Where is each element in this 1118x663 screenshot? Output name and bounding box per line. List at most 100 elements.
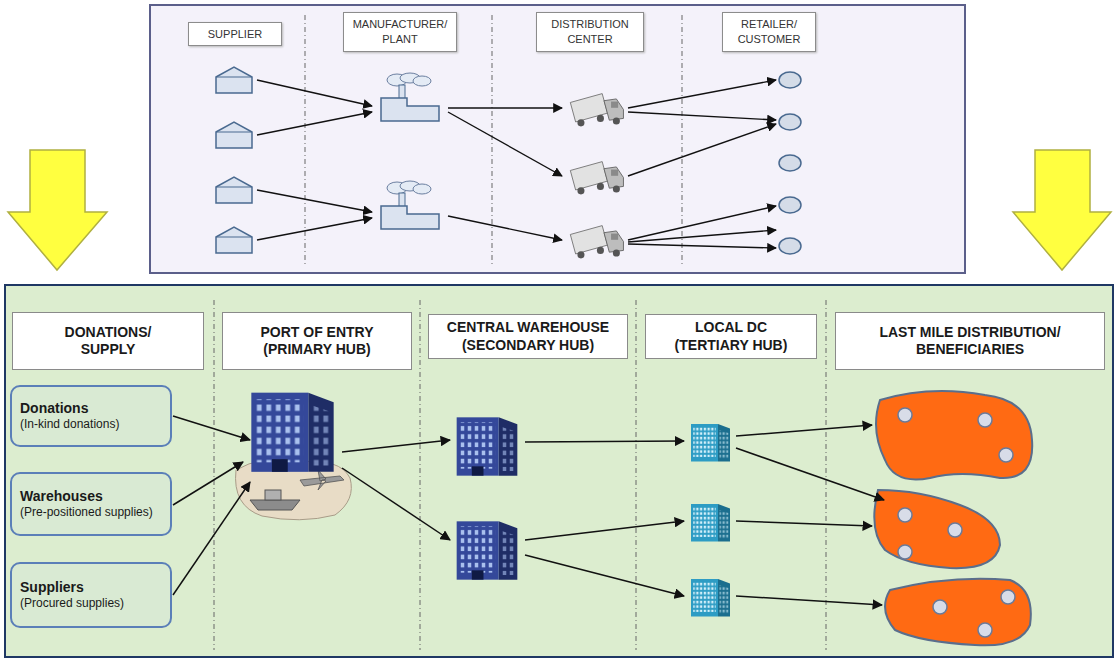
flow-arrow: [628, 244, 776, 248]
flow-arrow: [173, 482, 250, 595]
flow-arrow: [257, 190, 372, 212]
supplier-icon: [216, 177, 252, 203]
column-header: RETAILER/ CUSTOMER: [722, 12, 816, 52]
customer-circle: [779, 72, 801, 88]
transition-arrow: [8, 150, 107, 270]
supplier-icon: [216, 67, 252, 253]
flow-arrow: [628, 206, 776, 240]
truck-icon: [570, 226, 623, 259]
flow-arrow: [525, 555, 684, 596]
beneficiary-point: [898, 408, 1015, 637]
column-divider: [214, 300, 215, 650]
customer-circle: [779, 72, 801, 254]
local-dc-building: [691, 579, 730, 617]
node-label: CENTRAL WAREHOUSE (SECONDARY HUB): [439, 319, 617, 354]
warehouse-building: [457, 417, 518, 475]
factory-icon: [381, 181, 439, 229]
top-panel: [150, 5, 965, 273]
beneficiary-point: [948, 523, 962, 537]
node-subtext: (Procured supplies): [20, 596, 162, 612]
column-header: SUPPLIER: [188, 22, 282, 46]
truck-icon: [570, 162, 623, 195]
flow-arrow: [342, 440, 450, 452]
factory-icon: [381, 73, 439, 229]
beneficiary-point: [978, 623, 992, 637]
customer-circle: [779, 197, 801, 213]
port-illustration: [265, 490, 281, 500]
flow-arrow: [736, 521, 872, 526]
node-label: Warehouses: [20, 487, 162, 505]
supplier-icon: [216, 122, 252, 148]
node-label: DONATIONS/ SUPPLY: [45, 324, 171, 359]
column-divider: [826, 300, 827, 650]
truck-icon: [570, 94, 623, 127]
beneficiary-point: [999, 448, 1013, 462]
flow-arrow: [257, 80, 372, 106]
beneficiary-area: [874, 391, 1032, 645]
stage-header: PORT OF ENTRY (PRIMARY HUB): [222, 312, 412, 370]
stage-header: LOCAL DC (TERTIARY HUB): [645, 314, 817, 359]
column-divider: [492, 15, 493, 265]
local-dc-building: [691, 504, 730, 542]
port-illustration: [300, 470, 344, 490]
flow-arrow: [173, 462, 243, 505]
stage-header: LAST MILE DISTRIBUTION/ BENEFICIARIES: [835, 312, 1105, 370]
node-subtext: (Pre-positioned supplies): [20, 505, 162, 521]
top-panel: [150, 5, 965, 273]
port-building: [251, 393, 333, 472]
flow-arrow: [173, 416, 884, 605]
beneficiary-area: [885, 579, 1031, 646]
flow-arrow: [628, 80, 776, 108]
flow-arrow: [448, 216, 562, 240]
beneficiary-point: [1001, 590, 1015, 604]
transition-arrow: [8, 150, 1111, 270]
node-label: LAST MILE DISTRIBUTION/ BENEFICIARIES: [866, 324, 1074, 359]
bottom-panel: [5, 285, 1113, 657]
flow-arrow: [736, 596, 882, 605]
stage-header: CENTRAL WAREHOUSE (SECONDARY HUB): [428, 314, 628, 359]
warehouse-building: [457, 521, 518, 579]
column-divider: [305, 15, 682, 265]
node-label: SUPPLIER: [193, 27, 277, 42]
customer-circle: [779, 114, 801, 130]
node-label: LOCAL DC (TERTIARY HUB): [668, 319, 794, 354]
node-label: Suppliers: [20, 578, 162, 596]
factory-icon: [381, 73, 439, 121]
local-dc-building: [691, 424, 730, 462]
flow-arrow: [736, 448, 884, 500]
beneficiary-area: [874, 490, 1000, 568]
flow-arrow: [628, 112, 776, 120]
flow-arrow: [342, 468, 450, 540]
column-header: DISTRIBUTION CENTER: [536, 12, 644, 52]
node-label: PORT OF ENTRY (PRIMARY HUB): [247, 324, 387, 359]
column-header: MANUFACTURER/ PLANT: [343, 12, 457, 52]
flow-arrow: [628, 230, 776, 242]
source-box: Suppliers(Procured supplies): [10, 562, 172, 628]
column-divider: [214, 300, 826, 650]
flow-arrow: [173, 416, 250, 440]
flow-arrow: [257, 112, 372, 135]
transition-arrow: [1013, 150, 1111, 270]
flow-arrow: [525, 521, 684, 540]
truck-icon: [570, 94, 623, 259]
source-box: Donations(In-kind donations): [10, 385, 172, 447]
flow-arrow: [257, 80, 776, 248]
flow-arrow: [628, 124, 776, 176]
node-label: RETAILER/ CUSTOMER: [727, 17, 811, 47]
column-divider: [420, 300, 421, 650]
supplier-icon: [216, 227, 252, 253]
node-label: MANUFACTURER/ PLANT: [348, 17, 452, 47]
beneficiary-point: [898, 545, 912, 559]
customer-circle: [779, 238, 801, 254]
flow-arrow: [257, 218, 372, 240]
beneficiary-point: [898, 408, 912, 422]
node-label: Donations: [20, 399, 162, 417]
stage-header: DONATIONS/ SUPPLY: [12, 312, 204, 370]
flow-arrow: [448, 107, 562, 108]
beneficiary-area: [876, 391, 1032, 480]
beneficiary-point: [978, 413, 992, 427]
column-divider: [636, 300, 637, 650]
port-illustration: [250, 500, 300, 510]
node-label: DISTRIBUTION CENTER: [541, 17, 639, 47]
